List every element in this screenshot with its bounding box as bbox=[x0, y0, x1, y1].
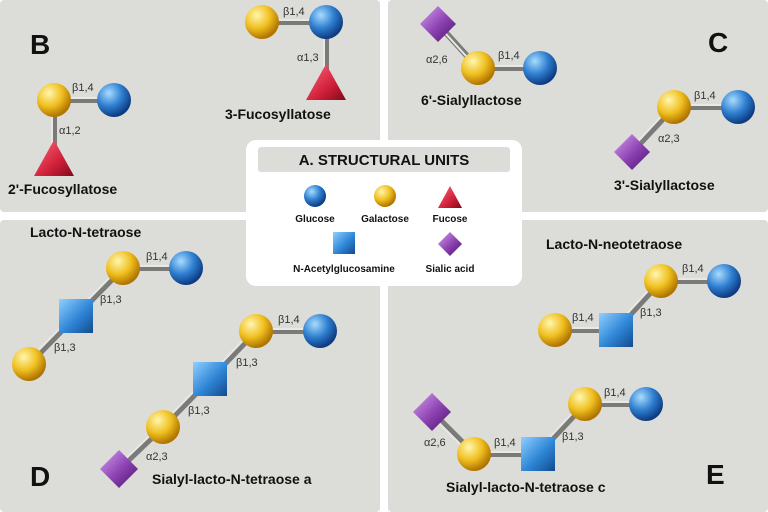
molecule-name: Lacto-N-neotetraose bbox=[546, 236, 682, 252]
n-acetylglucosamine-icon bbox=[193, 362, 227, 396]
linkage-label: β1,4 bbox=[694, 90, 716, 102]
linkage-label: β1,4 bbox=[283, 6, 305, 18]
legend-label-fucose: Fucose bbox=[432, 214, 467, 225]
linkage-label: α2,6 bbox=[426, 54, 448, 66]
panel-e-letter: E bbox=[706, 459, 725, 490]
linkage-label: α2,3 bbox=[658, 133, 680, 145]
glucose-icon bbox=[303, 314, 337, 348]
molecule-name: Sialyl-lacto-N-tetraose a bbox=[152, 471, 312, 487]
legend-title-bar bbox=[258, 147, 510, 172]
molecule-name: 3-Fucosyllatose bbox=[225, 106, 331, 122]
galactose-icon bbox=[37, 83, 71, 117]
n-acetylglucosamine-icon bbox=[521, 437, 555, 471]
legend-structural-units: A. STRUCTURAL UNITS Glucose Galactose Fu… bbox=[246, 140, 522, 286]
linkage-label: β1,4 bbox=[72, 82, 94, 94]
sialic-acid-icon bbox=[614, 134, 650, 170]
galactose-icon bbox=[245, 5, 279, 39]
glucose-icon bbox=[721, 90, 755, 124]
legend-label-galactose: Galactose bbox=[361, 214, 409, 225]
panel-d-letter: D bbox=[30, 461, 50, 492]
panel-d: D Lacto-N-tetraose β1,4 β1,3 β1,3 bbox=[12, 224, 337, 492]
n-acetylglucosamine-icon bbox=[59, 299, 93, 333]
legend-label-sialic-acid: Sialic acid bbox=[426, 264, 475, 275]
galactose-icon bbox=[239, 314, 273, 348]
molecule-lacto-n-neotetraose: β1,4 β1,3 β1,4 bbox=[538, 263, 741, 347]
molecule-name: Lacto-N-tetraose bbox=[30, 224, 141, 240]
molecule-name: 6'-Sialyllactose bbox=[421, 92, 522, 108]
n-acetylglucosamine-icon bbox=[333, 232, 355, 254]
glucose-icon bbox=[707, 264, 741, 298]
legend-label-glcnac: N-Acetylglucosamine bbox=[293, 264, 395, 275]
panel-b-letter: B bbox=[30, 29, 50, 60]
linkage-label: β1,4 bbox=[494, 437, 516, 449]
linkage-label: α2,3 bbox=[146, 451, 168, 463]
galactose-icon bbox=[12, 347, 46, 381]
linkage-label: β1,3 bbox=[562, 431, 584, 443]
linkage-label: β1,4 bbox=[278, 314, 300, 326]
linkage-label: α1,2 bbox=[59, 125, 81, 137]
linkage-label: β1,3 bbox=[100, 294, 122, 306]
n-acetylglucosamine-icon bbox=[599, 313, 633, 347]
linkage-label: β1,4 bbox=[498, 50, 520, 62]
molecule-lacto-n-tetraose: β1,4 β1,3 β1,3 bbox=[12, 251, 203, 381]
galactose-icon bbox=[146, 410, 180, 444]
galactose-icon bbox=[461, 51, 495, 85]
linkage-label: α1,3 bbox=[297, 52, 319, 64]
galactose-icon bbox=[657, 90, 691, 124]
panel-c: C α2,6 β1,4 6'-Sialyllactose β1,4 α2,3 3… bbox=[420, 6, 755, 193]
sialic-acid-icon bbox=[438, 232, 462, 256]
linkage-label: β1,3 bbox=[54, 342, 76, 354]
legend-title: A. STRUCTURAL UNITS bbox=[299, 152, 470, 169]
galactose-icon bbox=[568, 387, 602, 421]
galactose-icon bbox=[374, 185, 396, 207]
galactose-icon bbox=[457, 437, 491, 471]
sialic-acid-icon bbox=[100, 450, 138, 488]
galactose-icon bbox=[106, 251, 140, 285]
molecule-3-sialyllactose: β1,4 α2,3 3'-Sialyllactose bbox=[614, 90, 755, 193]
glucose-icon bbox=[629, 387, 663, 421]
panel-e: E Lacto-N-neotetraose β1,4 β1,3 β1,4 bbox=[413, 236, 741, 495]
galactose-icon bbox=[644, 264, 678, 298]
glucose-icon bbox=[304, 185, 326, 207]
molecule-3-fucosyllactose: β1,4 α1,3 3-Fucosyllatose bbox=[225, 5, 346, 122]
linkage-label: β1,3 bbox=[640, 307, 662, 319]
glucose-icon bbox=[523, 51, 557, 85]
fucose-icon bbox=[34, 140, 74, 176]
sialic-acid-icon bbox=[413, 393, 451, 431]
panel-c-letter: C bbox=[708, 27, 728, 58]
linkage-label: β1,3 bbox=[236, 357, 258, 369]
molecule-sialyl-lacto-n-tetraose-a: β1,4 β1,3 β1,3 α2,3 Sialyl-lacto-N-tetra… bbox=[100, 314, 337, 488]
glucose-icon bbox=[97, 83, 131, 117]
linkage-label: β1,4 bbox=[572, 312, 594, 324]
molecule-2-fucosyllactose: β1,4 α1,2 2'-Fucosyllatose bbox=[8, 82, 131, 197]
glucose-icon bbox=[169, 251, 203, 285]
linkage-label: β1,4 bbox=[604, 387, 626, 399]
molecule-sialyl-lacto-n-tetraose-c: β1,4 β1,3 β1,4 α2,6 Sialyl-lacto-N-tetra… bbox=[413, 387, 663, 495]
molecule-name: 2'-Fucosyllatose bbox=[8, 181, 117, 197]
fucose-icon bbox=[306, 64, 346, 100]
galactose-icon bbox=[538, 313, 572, 347]
linkage-label: β1,4 bbox=[146, 251, 168, 263]
linkage-label: β1,4 bbox=[682, 263, 704, 275]
molecule-name: 3'-Sialyllactose bbox=[614, 177, 715, 193]
linkage-label: α2,6 bbox=[424, 437, 446, 449]
legend-label-glucose: Glucose bbox=[295, 214, 335, 225]
fucose-icon bbox=[438, 186, 462, 208]
molecule-name: Sialyl-lacto-N-tetraose c bbox=[446, 479, 606, 495]
sialic-acid-icon bbox=[420, 6, 456, 42]
molecule-6-sialyllactose: α2,6 β1,4 6'-Sialyllactose bbox=[420, 6, 557, 108]
panel-b: B β1,4 α1,2 2'-Fucosyllatose β1,4 α1,3 3… bbox=[8, 5, 346, 197]
linkage-label: β1,3 bbox=[188, 405, 210, 417]
glucose-icon bbox=[309, 5, 343, 39]
